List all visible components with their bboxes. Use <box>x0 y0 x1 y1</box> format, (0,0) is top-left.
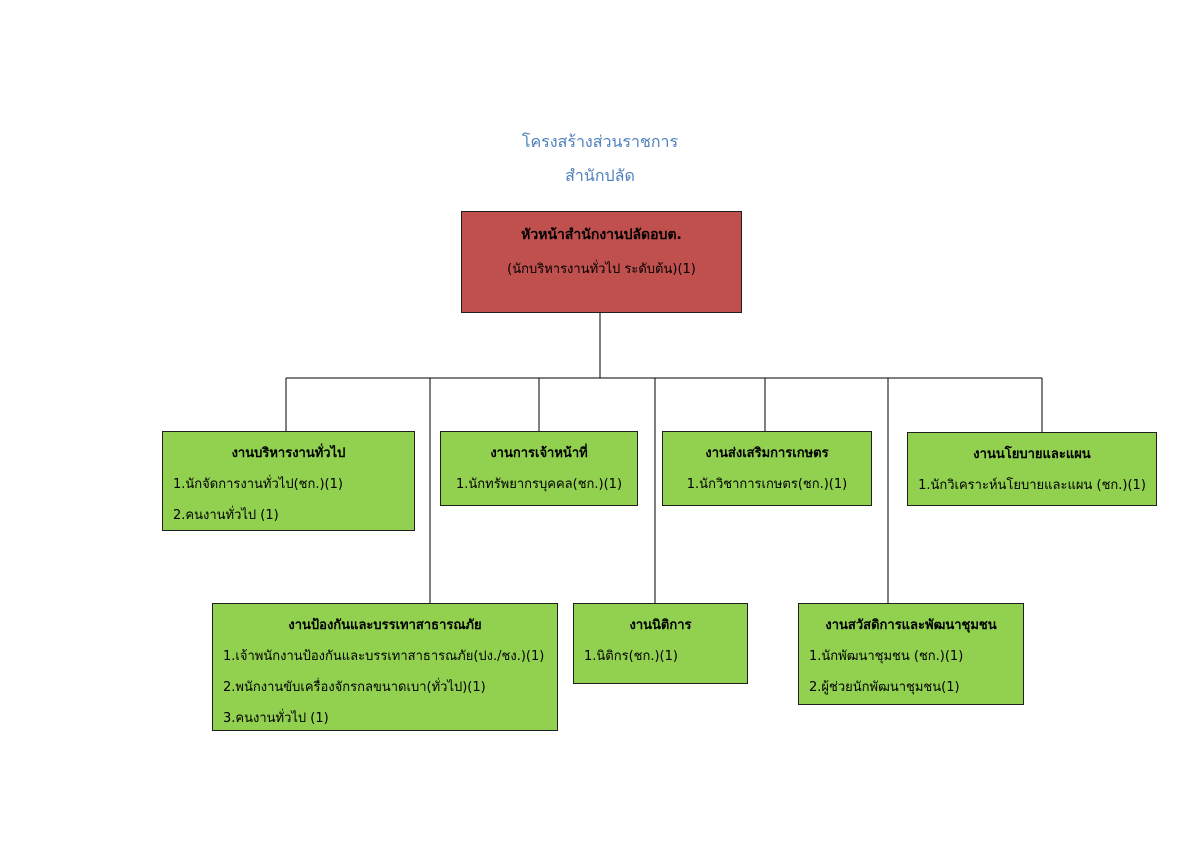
unit-title: งานสวัสดิการและพัฒนาชุมชน <box>825 618 997 633</box>
unit-box-general-admin: งานบริหารงานทั่วไป 1.นักจัดการงานทั่วไป(… <box>162 431 415 531</box>
chart-subtitle: สำนักปลัด <box>565 166 635 185</box>
unit-box-agriculture: งานส่งเสริมการเกษตร 1.นักวิชาการเกษตร(ชก… <box>662 431 872 506</box>
unit-position: 2.พนักงานขับเครื่องจักรกลขนาดเบา(ทั่วไป)… <box>223 680 486 695</box>
unit-title: งานป้องกันและบรรเทาสาธารณภัย <box>288 618 482 633</box>
unit-position: 1.นักพัฒนาชุมชน (ชก.)(1) <box>809 649 964 664</box>
unit-title: งานส่งเสริมการเกษตร <box>705 446 829 461</box>
chart-title: โครงสร้างส่วนราชการ <box>521 132 679 151</box>
unit-position: 1.นักจัดการงานทั่วไป(ชก.)(1) <box>173 477 343 492</box>
head-office-title: หัวหน้าสำนักงานปลัดอบต. <box>521 227 682 243</box>
unit-position: 1.นักวิเคราะห์นโยบายและแผน (ชก.)(1) <box>918 478 1146 493</box>
unit-box-legal: งานนิติการ 1.นิติกร(ชก.)(1) <box>573 603 748 684</box>
unit-box-personnel: งานการเจ้าหน้าที่ 1.นักทรัพยากรบุคคล(ชก.… <box>440 431 638 506</box>
unit-position: 1.นักทรัพยากรบุคคล(ชก.)(1) <box>455 477 623 492</box>
unit-box-welfare-community: งานสวัสดิการและพัฒนาชุมชน 1.นักพัฒนาชุมช… <box>798 603 1024 705</box>
unit-position: 2.ผู้ช่วยนักพัฒนาชุมชน(1) <box>809 680 960 695</box>
unit-title: งานบริหารงานทั่วไป <box>231 446 346 461</box>
head-office-subtitle: (นักบริหารงานทั่วไป ระดับต้น)(1) <box>507 262 696 277</box>
unit-position: 1.นักวิชาการเกษตร(ชก.)(1) <box>686 477 848 492</box>
head-office-box: หัวหน้าสำนักงานปลัดอบต. (นักบริหารงานทั่… <box>461 211 742 313</box>
unit-box-disaster-prevention: งานป้องกันและบรรเทาสาธารณภัย 1.เจ้าพนักง… <box>212 603 558 731</box>
unit-box-policy-planning: งานนโยบายและแผน 1.นักวิเคราะห์นโยบายและแ… <box>907 432 1157 506</box>
unit-position: 1.นิติกร(ชก.)(1) <box>584 649 678 664</box>
unit-title: งานนโยบายและแผน <box>973 447 1091 462</box>
unit-title: งานนิติการ <box>629 618 692 633</box>
unit-position: 1.เจ้าพนักงานป้องกันและบรรเทาสาธารณภัย(ป… <box>223 649 545 664</box>
unit-position: 2.คนงานทั่วไป (1) <box>173 508 279 523</box>
unit-title: งานการเจ้าหน้าที่ <box>490 446 588 461</box>
unit-position: 3.คนงานทั่วไป (1) <box>223 711 329 726</box>
